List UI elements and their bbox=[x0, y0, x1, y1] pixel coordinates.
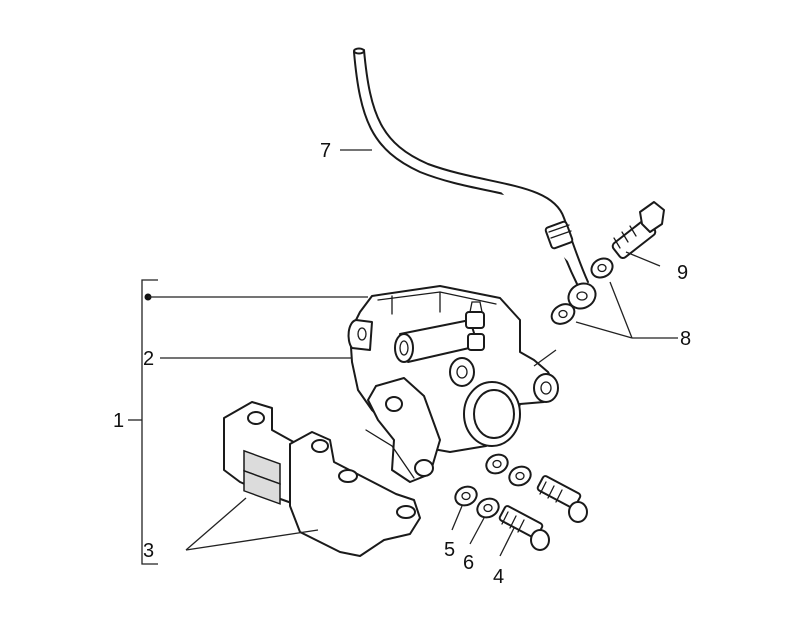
brake-pad-outer[interactable] bbox=[289, 431, 421, 557]
callout-3: 3 bbox=[143, 540, 154, 562]
callout-4: 4 bbox=[493, 566, 504, 588]
leader-lines bbox=[148, 149, 678, 557]
callout-7: 7 bbox=[320, 140, 331, 162]
washer-5[interactable] bbox=[452, 483, 480, 509]
callout-8: 8 bbox=[680, 328, 691, 350]
callout-2: 2 bbox=[143, 348, 154, 370]
callout-5: 5 bbox=[444, 539, 455, 561]
caliper-body[interactable] bbox=[347, 285, 559, 483]
washer-right-upper[interactable] bbox=[506, 463, 534, 489]
copper-washer-upper[interactable] bbox=[588, 255, 616, 282]
brake-hose[interactable] bbox=[353, 47, 600, 314]
assembly-bracket bbox=[128, 279, 158, 565]
mounting-bolt-lower[interactable] bbox=[498, 505, 550, 551]
callout-1: 1 bbox=[113, 410, 124, 432]
washer-6[interactable] bbox=[474, 495, 502, 521]
banjo-bolt[interactable] bbox=[611, 201, 665, 260]
mounting-bolt-upper[interactable] bbox=[536, 475, 588, 523]
callout-6: 6 bbox=[463, 552, 474, 574]
washer-left-upper[interactable] bbox=[483, 451, 511, 477]
copper-washer-lower[interactable] bbox=[548, 300, 578, 328]
callout-9: 9 bbox=[677, 262, 688, 284]
